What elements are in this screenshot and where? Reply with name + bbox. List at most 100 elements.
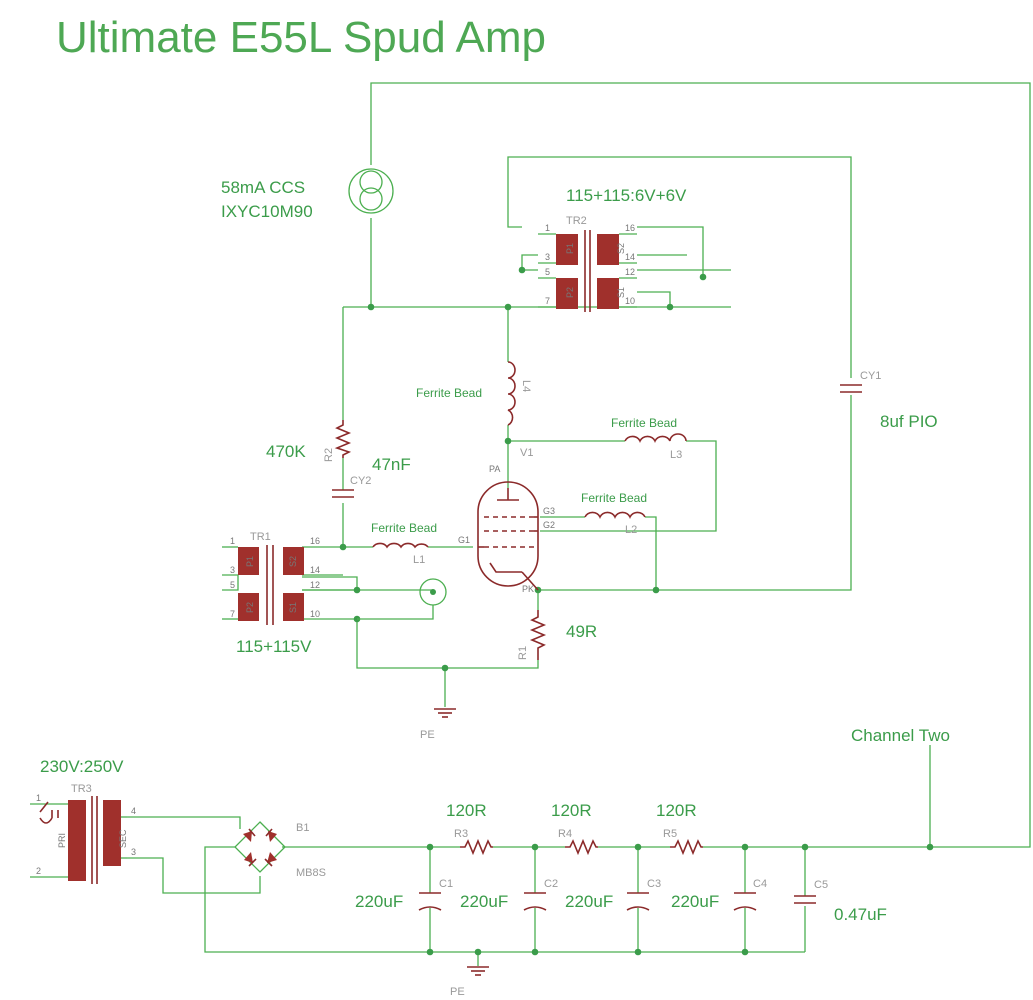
v1-name: V1 [520, 447, 533, 459]
resistor-r2 [334, 420, 352, 458]
c4-name: C4 [753, 878, 767, 890]
tr2-pin-1: 1 [545, 223, 550, 233]
capacitor-cy1 [840, 384, 862, 393]
capacitor-cy2 [332, 489, 354, 498]
tr1-pin-12: 12 [310, 580, 320, 590]
r4-name: R4 [558, 828, 572, 840]
v1-pin-g1: G1 [458, 535, 470, 545]
tr2-pin-5: 5 [545, 267, 550, 277]
tr2-transformer [538, 230, 637, 312]
v1-pin-g2: G2 [543, 520, 555, 530]
cy2-name: CY2 [350, 475, 371, 487]
r3-value: 120R [446, 801, 487, 820]
l3-ferrite-label: Ferrite Bead [611, 416, 677, 430]
tr2-pin-7: 7 [545, 296, 550, 306]
tr3-label: 230V:250V [40, 757, 124, 776]
capacitor-c4 [733, 892, 757, 911]
c2-name: C2 [544, 878, 558, 890]
inductor-l1 [372, 542, 429, 549]
tr2-winding-s1: S1 [616, 287, 626, 298]
tr3-pin-1: 1 [36, 793, 41, 803]
tr3-pin-4: 4 [131, 806, 136, 816]
tr1-pin-16: 16 [310, 536, 320, 546]
channel-two-label: Channel Two [851, 726, 950, 745]
capacitor-c2 [523, 892, 547, 911]
inductor-l2 [584, 511, 646, 520]
tr2-label: 115+115:6V+6V [566, 186, 687, 205]
r2-name: R2 [323, 448, 335, 462]
capacitor-c3 [626, 892, 650, 911]
inductor-l3 [624, 433, 687, 444]
tr3-pin-2: 2 [36, 866, 41, 876]
cy1-value: 8uf PIO [880, 412, 938, 431]
tr1-transformer [238, 545, 304, 625]
tr1-name: TR1 [250, 531, 271, 543]
v1-pin-g3: G3 [543, 506, 555, 516]
capacitor-c1 [418, 892, 442, 911]
inductor-l4 [507, 361, 516, 426]
tr3-pri: PRI [57, 833, 67, 848]
ground-symbol-bottom-icon [467, 966, 489, 976]
tr1-pin-3: 3 [230, 565, 235, 575]
cy1-name: CY1 [860, 370, 881, 382]
r3-name: R3 [454, 828, 468, 840]
c5-value: 0.47uF [834, 905, 887, 924]
tr2-pin-16: 16 [625, 223, 635, 233]
tr3-name: TR3 [71, 783, 92, 795]
tr1-winding-s2: S2 [288, 556, 298, 567]
r2-value: 470K [266, 442, 306, 461]
tube-v1 [477, 481, 539, 591]
bridge-rectifier-icon [234, 821, 286, 873]
c2-value: 220uF [460, 892, 508, 911]
tr1-pin-7: 7 [230, 609, 235, 619]
r5-value: 120R [656, 801, 697, 820]
l3-name: L3 [670, 449, 682, 461]
c3-value: 220uF [565, 892, 613, 911]
capacitor-c5 [794, 895, 816, 904]
tr2-name: TR2 [566, 215, 587, 227]
r1-name: R1 [517, 646, 529, 660]
c1-name: C1 [439, 878, 453, 890]
ccs-symbol [348, 168, 394, 214]
tr2-winding-p1: P1 [565, 243, 575, 254]
tr2-pin-3: 3 [545, 252, 550, 262]
tr2-pin-10: 10 [625, 296, 635, 306]
tr1-winding-s1: S1 [288, 602, 298, 613]
c3-name: C3 [647, 878, 661, 890]
tr2-winding-p2: P2 [565, 287, 575, 298]
tr1-pin-14: 14 [310, 565, 320, 575]
schematic-title: Ultimate E55L Spud Amp [56, 13, 546, 62]
cy2-value: 47nF [372, 455, 411, 474]
l2-ferrite-label: Ferrite Bead [581, 491, 647, 505]
ground-label-mid: PE [420, 729, 435, 741]
c5-name: C5 [814, 879, 828, 891]
tr2-winding-s2: S2 [616, 243, 626, 254]
resistor-r3 [460, 838, 493, 856]
tr1-winding-p1: P1 [245, 556, 255, 567]
resistor-r4 [565, 838, 598, 856]
tr3-transformer [68, 796, 127, 884]
tr1-label: 115+115V [236, 637, 312, 656]
r5-name: R5 [663, 828, 677, 840]
junctions [339, 266, 934, 956]
tr2-pin-12: 12 [625, 267, 635, 277]
tr2-pin-14: 14 [625, 252, 635, 262]
tr1-pin-1: 1 [230, 536, 235, 546]
tr1-pin-10: 10 [310, 609, 320, 619]
tr1-pin-5: 5 [230, 580, 235, 590]
resistor-r5 [670, 838, 703, 856]
l1-name: L1 [413, 554, 425, 566]
tr1-winding-p2: P2 [245, 602, 255, 613]
ccs-label-current: 58mA CCS [221, 178, 305, 197]
tr3-sec: SEC [118, 829, 128, 848]
switch-icon [39, 801, 59, 824]
ground-label-bottom: PE [450, 986, 465, 998]
r1-value: 49R [566, 622, 597, 641]
tr3-pin-3: 3 [131, 847, 136, 857]
c1-value: 220uF [355, 892, 403, 911]
v1-pin-pa: PA [489, 464, 500, 474]
bridge-value: MB8S [296, 867, 326, 879]
ground-symbol-icon [434, 708, 456, 718]
ccs-label-part: IXYC10M90 [221, 202, 313, 221]
l2-name: L2 [625, 524, 637, 536]
